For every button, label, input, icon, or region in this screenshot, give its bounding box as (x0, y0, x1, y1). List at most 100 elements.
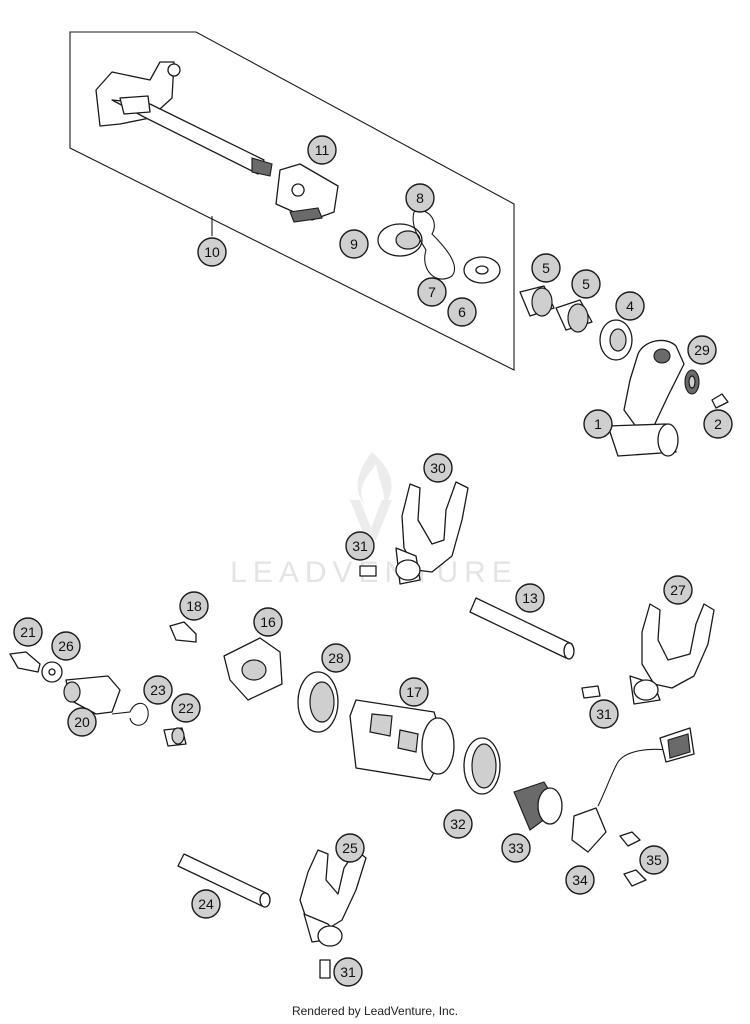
spring-clip (412, 210, 456, 280)
washer-26 (41, 661, 63, 683)
shift-fork-bottom (299, 849, 367, 947)
bolt-35a (619, 831, 641, 847)
callout-label: 7 (428, 284, 436, 300)
callout-label: 24 (198, 896, 214, 912)
callout-label: 2 (714, 416, 722, 432)
callout-label: 13 (522, 590, 538, 606)
fork-rod-24 (177, 853, 271, 908)
callout-label: 26 (58, 638, 74, 654)
group-box (69, 31, 515, 371)
callout-31: 31 (333, 957, 363, 987)
callout-label: 6 (458, 304, 466, 320)
callout-label: 9 (350, 236, 358, 252)
callout-31: 31 (345, 531, 375, 561)
callout-label: 20 (74, 714, 90, 730)
sleeve-ring (463, 737, 501, 795)
callout-label: 31 (340, 964, 356, 980)
callout-25: 25 (335, 833, 365, 863)
spring (289, 207, 323, 223)
callout-29: 29 (687, 335, 717, 365)
callout-24: 24 (191, 889, 221, 919)
bearing-a (519, 285, 555, 317)
callout-13: 13 (515, 583, 545, 613)
pin-right (581, 685, 601, 699)
callout-label: 8 (416, 190, 424, 206)
callout-label: 30 (430, 460, 446, 476)
watermark: LEADVENTURE (230, 452, 512, 589)
callout-label: 5 (542, 260, 550, 276)
shift-fork-right (629, 603, 715, 705)
shift-drum (349, 699, 455, 781)
bearing-b (555, 299, 593, 333)
callout-label: 5 (582, 276, 590, 292)
callout-27: 27 (663, 575, 693, 605)
callout-label: 29 (694, 342, 710, 358)
bolt-18 (169, 621, 197, 643)
callout-5: 5 (531, 253, 561, 283)
callout-layer: 10 11 8 9 7 6 5 5 4 29 1 2 30 31 13 27 18 21 16 26 28 17 23 22 2… (13, 135, 733, 987)
callout-30: 30 (423, 453, 453, 483)
callout-18: 18 (179, 591, 209, 621)
callout-label: 23 (150, 682, 166, 698)
bush-22 (163, 727, 187, 747)
bolt-21 (9, 651, 41, 673)
callout-22: 22 (171, 693, 201, 723)
callout-label: 33 (508, 840, 524, 856)
shift-lever (607, 339, 685, 457)
callout-33: 33 (501, 833, 531, 863)
fork-rod (469, 597, 575, 660)
shift-lever-plate (275, 163, 339, 221)
footer-credit: Rendered by LeadVenture, Inc. (291, 1004, 459, 1018)
callout-31: 31 (589, 699, 619, 729)
callout-35: 35 (639, 845, 669, 875)
bearing-28 (297, 671, 339, 733)
callout-label: 16 (260, 614, 276, 630)
callout-5: 5 (571, 269, 601, 299)
callout-28: 28 (321, 643, 351, 673)
callout-20: 20 (67, 707, 97, 737)
pin-top (359, 565, 377, 577)
callout-label: 11 (315, 142, 330, 158)
callout-21: 21 (13, 617, 43, 647)
shift-shaft (95, 61, 273, 177)
shift-drum-star (223, 637, 283, 701)
callout-6: 6 (447, 297, 477, 327)
callout-label: 28 (328, 650, 344, 666)
callout-label: 4 (626, 298, 634, 314)
callout-26: 26 (51, 631, 81, 661)
callout-label: 22 (178, 700, 194, 716)
position-sensor (571, 727, 695, 853)
locking-lever (63, 675, 121, 715)
callout-17: 17 (399, 677, 429, 707)
callout-11: 11 (307, 135, 337, 165)
callout-label: 31 (596, 706, 612, 722)
callout-32: 32 (443, 809, 473, 839)
callout-label: 31 (352, 538, 368, 554)
callout-4: 4 (615, 291, 645, 321)
callout-9: 9 (339, 229, 369, 259)
callout-label: 34 (572, 872, 588, 888)
callout-1: 1 (583, 409, 613, 439)
callout-label: 25 (342, 840, 358, 856)
callout-label: 1 (594, 416, 602, 432)
callout-23: 23 (143, 675, 173, 705)
callout-label: 32 (450, 816, 466, 832)
callout-16: 16 (253, 607, 283, 637)
callout-label: 10 (204, 244, 220, 260)
callout-10: 10 (197, 237, 227, 267)
callout-label: 35 (646, 852, 662, 868)
bolt-35b (623, 869, 647, 887)
callout-label: 17 (406, 684, 422, 700)
guide-part (377, 223, 423, 257)
callout-7: 7 (417, 277, 447, 307)
callout-label: 21 (20, 624, 36, 640)
lever-bolt (711, 393, 729, 409)
pin-bottom (319, 959, 331, 979)
torsion-spring (111, 702, 149, 726)
gear-nut (684, 369, 700, 395)
seal-ring (599, 319, 633, 361)
callout-label: 18 (186, 598, 202, 614)
callout-34: 34 (565, 865, 595, 895)
callout-8: 8 (405, 183, 435, 213)
